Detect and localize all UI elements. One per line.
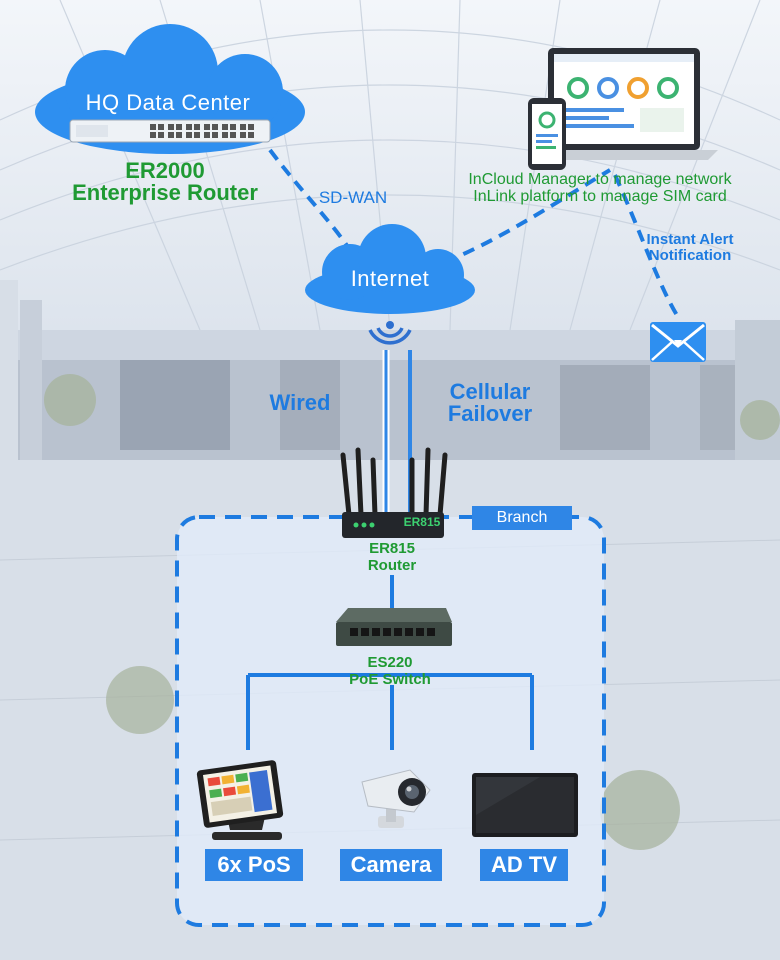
er815-desc: Router xyxy=(367,557,417,574)
switch-tree-links xyxy=(246,673,534,750)
wired-label: Wired xyxy=(269,390,331,415)
internet-label: Internet xyxy=(350,266,430,291)
tv-label: AD TV xyxy=(480,849,568,881)
es220-desc: PoE Switch xyxy=(349,671,431,688)
er815-name: ER815 xyxy=(369,540,415,557)
inlink-platform-text: InLink platform to manage SIM card xyxy=(473,188,727,205)
er2000-name: ER2000 xyxy=(125,158,205,183)
cloud-mgmt-link xyxy=(444,168,612,264)
laptop-dashboard-icon xyxy=(530,48,718,160)
alert-line2: Notification xyxy=(648,247,732,264)
internet-cloud xyxy=(305,224,475,314)
cellular-line1: Cellular xyxy=(449,379,531,404)
incloud-manager-text: InCloud Manager to manage network xyxy=(468,171,732,188)
er815-router-device xyxy=(340,447,448,538)
sdwan-link xyxy=(268,148,352,252)
alert-link xyxy=(613,174,682,322)
wireless-signal-icon xyxy=(368,321,412,345)
alert-line1: Instant Alert xyxy=(646,231,734,248)
es220-switch-device xyxy=(336,608,452,646)
smartphone-icon xyxy=(528,98,566,170)
er2000-desc: Enterprise Router xyxy=(72,180,258,205)
er2000-device xyxy=(69,119,271,143)
email-alert-icon xyxy=(650,322,706,362)
pos-label: 6x PoS xyxy=(205,849,303,881)
cellular-line2: Failover xyxy=(447,401,533,426)
hq-cloud-label: HQ Data Center xyxy=(85,90,251,115)
display-tv-icon xyxy=(472,773,578,837)
es220-name: ES220 xyxy=(367,654,413,671)
pos-terminal-icon xyxy=(196,760,284,840)
branch-tag: Branch xyxy=(472,506,572,530)
security-camera-icon xyxy=(361,769,431,828)
camera-label: Camera xyxy=(340,849,442,881)
sdwan-label: SD-WAN xyxy=(318,188,388,207)
er815-brand-text: ER815 xyxy=(403,515,441,529)
